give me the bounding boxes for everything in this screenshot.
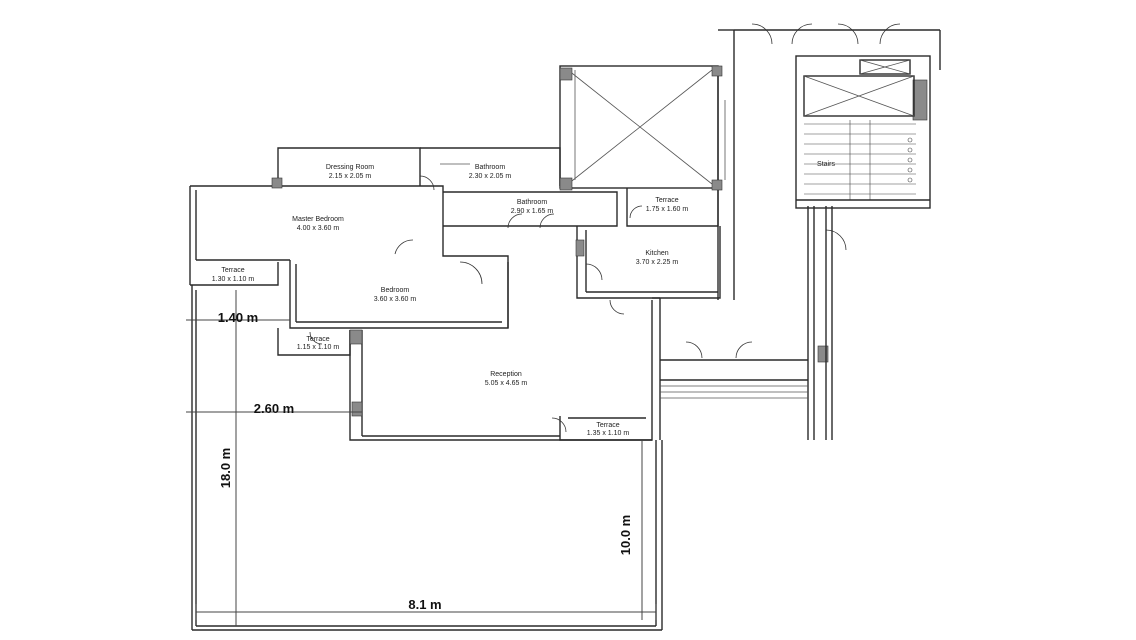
dim-18-0: 18.0 m (218, 448, 233, 488)
bathroom-2-size: 2.90 x 1.65 m (511, 208, 554, 215)
dim-10-0: 10.0 m (618, 515, 633, 555)
terrace-2-size: 1.30 x 1.10 m (212, 276, 255, 283)
dim-8-1: 8.1 m (408, 597, 441, 612)
reception-name: Reception (490, 371, 522, 378)
doors (309, 23, 901, 433)
terrace-4-size: 1.35 x 1.10 m (587, 430, 630, 437)
terrace-2-name: Terrace (221, 267, 244, 274)
room-labels: Dressing Room 2.15 x 2.05 m Bathroom 2.3… (212, 161, 836, 437)
dressing-room-size: 2.15 x 2.05 m (329, 173, 372, 180)
bathroom-2-name: Bathroom (517, 199, 548, 206)
bedroom-size: 3.60 x 3.60 m (374, 296, 417, 303)
pillars (271, 65, 928, 417)
stairs-label: Stairs (817, 161, 835, 168)
terrace-1-name: Terrace (655, 197, 678, 204)
reception-size: 5.05 x 4.65 m (485, 380, 528, 387)
stair-tower (660, 29, 941, 440)
bathroom-1-name: Bathroom (475, 164, 506, 171)
bedroom-name: Bedroom (381, 287, 410, 294)
master-bedroom-size: 4.00 x 3.60 m (297, 225, 340, 232)
kitchen-name: Kitchen (645, 250, 668, 257)
master-bedroom-name: Master Bedroom (292, 216, 344, 223)
terrace-1-size: 1.75 x 1.60 m (646, 206, 689, 213)
dimension-labels: 1.40 m 2.60 m 18.0 m 10.0 m 8.1 m (218, 310, 633, 612)
building-walls (189, 29, 735, 631)
dressing-room-name: Dressing Room (326, 164, 374, 171)
terrace-3-name: Terrace (306, 336, 329, 343)
terrace-3-size: 1.15 x 1.10 m (297, 344, 340, 351)
terrace-4-name: Terrace (596, 422, 619, 429)
dim-1-40: 1.40 m (218, 310, 258, 325)
kitchen-size: 3.70 x 2.25 m (636, 259, 679, 266)
dimension-lines (186, 290, 657, 626)
bathroom-1-size: 2.30 x 2.05 m (469, 173, 512, 180)
dim-2-60: 2.60 m (254, 401, 294, 416)
